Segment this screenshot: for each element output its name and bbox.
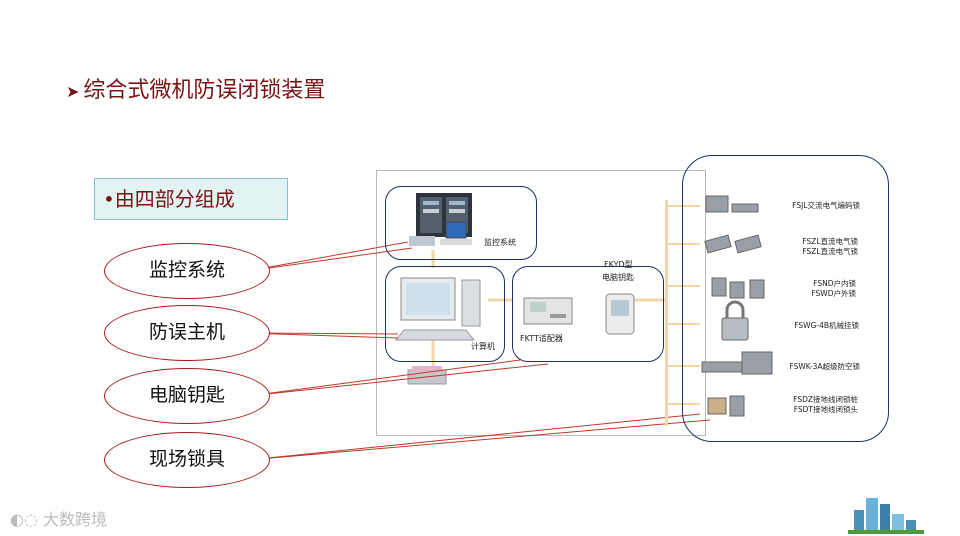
monitor-rack-illustration (409, 193, 472, 246)
computer-key-illustration (605, 293, 635, 335)
building-logo-icon (848, 498, 924, 534)
component-computer-key: 电脑钥匙 (104, 368, 270, 424)
watermark-logo-icon: ◐◌ (10, 510, 44, 529)
component-field-lock: 现场锁具 (104, 432, 270, 488)
component-monitor-system: 监控系统 (104, 243, 270, 299)
monitor-system-group (385, 186, 537, 260)
lock-label-5: FSWK-3A超级防空锁 (789, 362, 860, 371)
computer-illustration (394, 277, 481, 341)
lock-device-illustrations (701, 195, 773, 417)
watermark: ◐◌ 大数跨境 (10, 510, 108, 529)
key-label-line1: FKYD型 (604, 260, 633, 269)
adapter-label: FKTT适配器 (520, 334, 563, 343)
lock-bus-line (665, 200, 668, 426)
computer-group (385, 266, 505, 362)
lock-label-1: FSJL交流电气编码锁 (792, 201, 860, 210)
arrow-bullet-icon: ➤ (66, 82, 80, 101)
adapter-illustration (523, 297, 573, 325)
lock-devices-group (682, 155, 889, 442)
computer-label: 计算机 (471, 342, 495, 351)
subtitle-box: •由四部分组成 (94, 178, 288, 220)
lock-label-4: FSWG-4B机械挂锁 (794, 321, 859, 330)
monitor-system-label: 监控系统 (484, 238, 516, 247)
component-host: 防误主机 (104, 305, 270, 361)
adapter-key-group (512, 266, 664, 362)
page-title-text: 综合式微机防误闭锁装置 (83, 78, 326, 103)
callout-lines (247, 241, 711, 461)
key-label-line2: 电脑钥匙 (602, 273, 634, 282)
page-title: ➤综合式微机防误闭锁装置 (66, 72, 325, 104)
